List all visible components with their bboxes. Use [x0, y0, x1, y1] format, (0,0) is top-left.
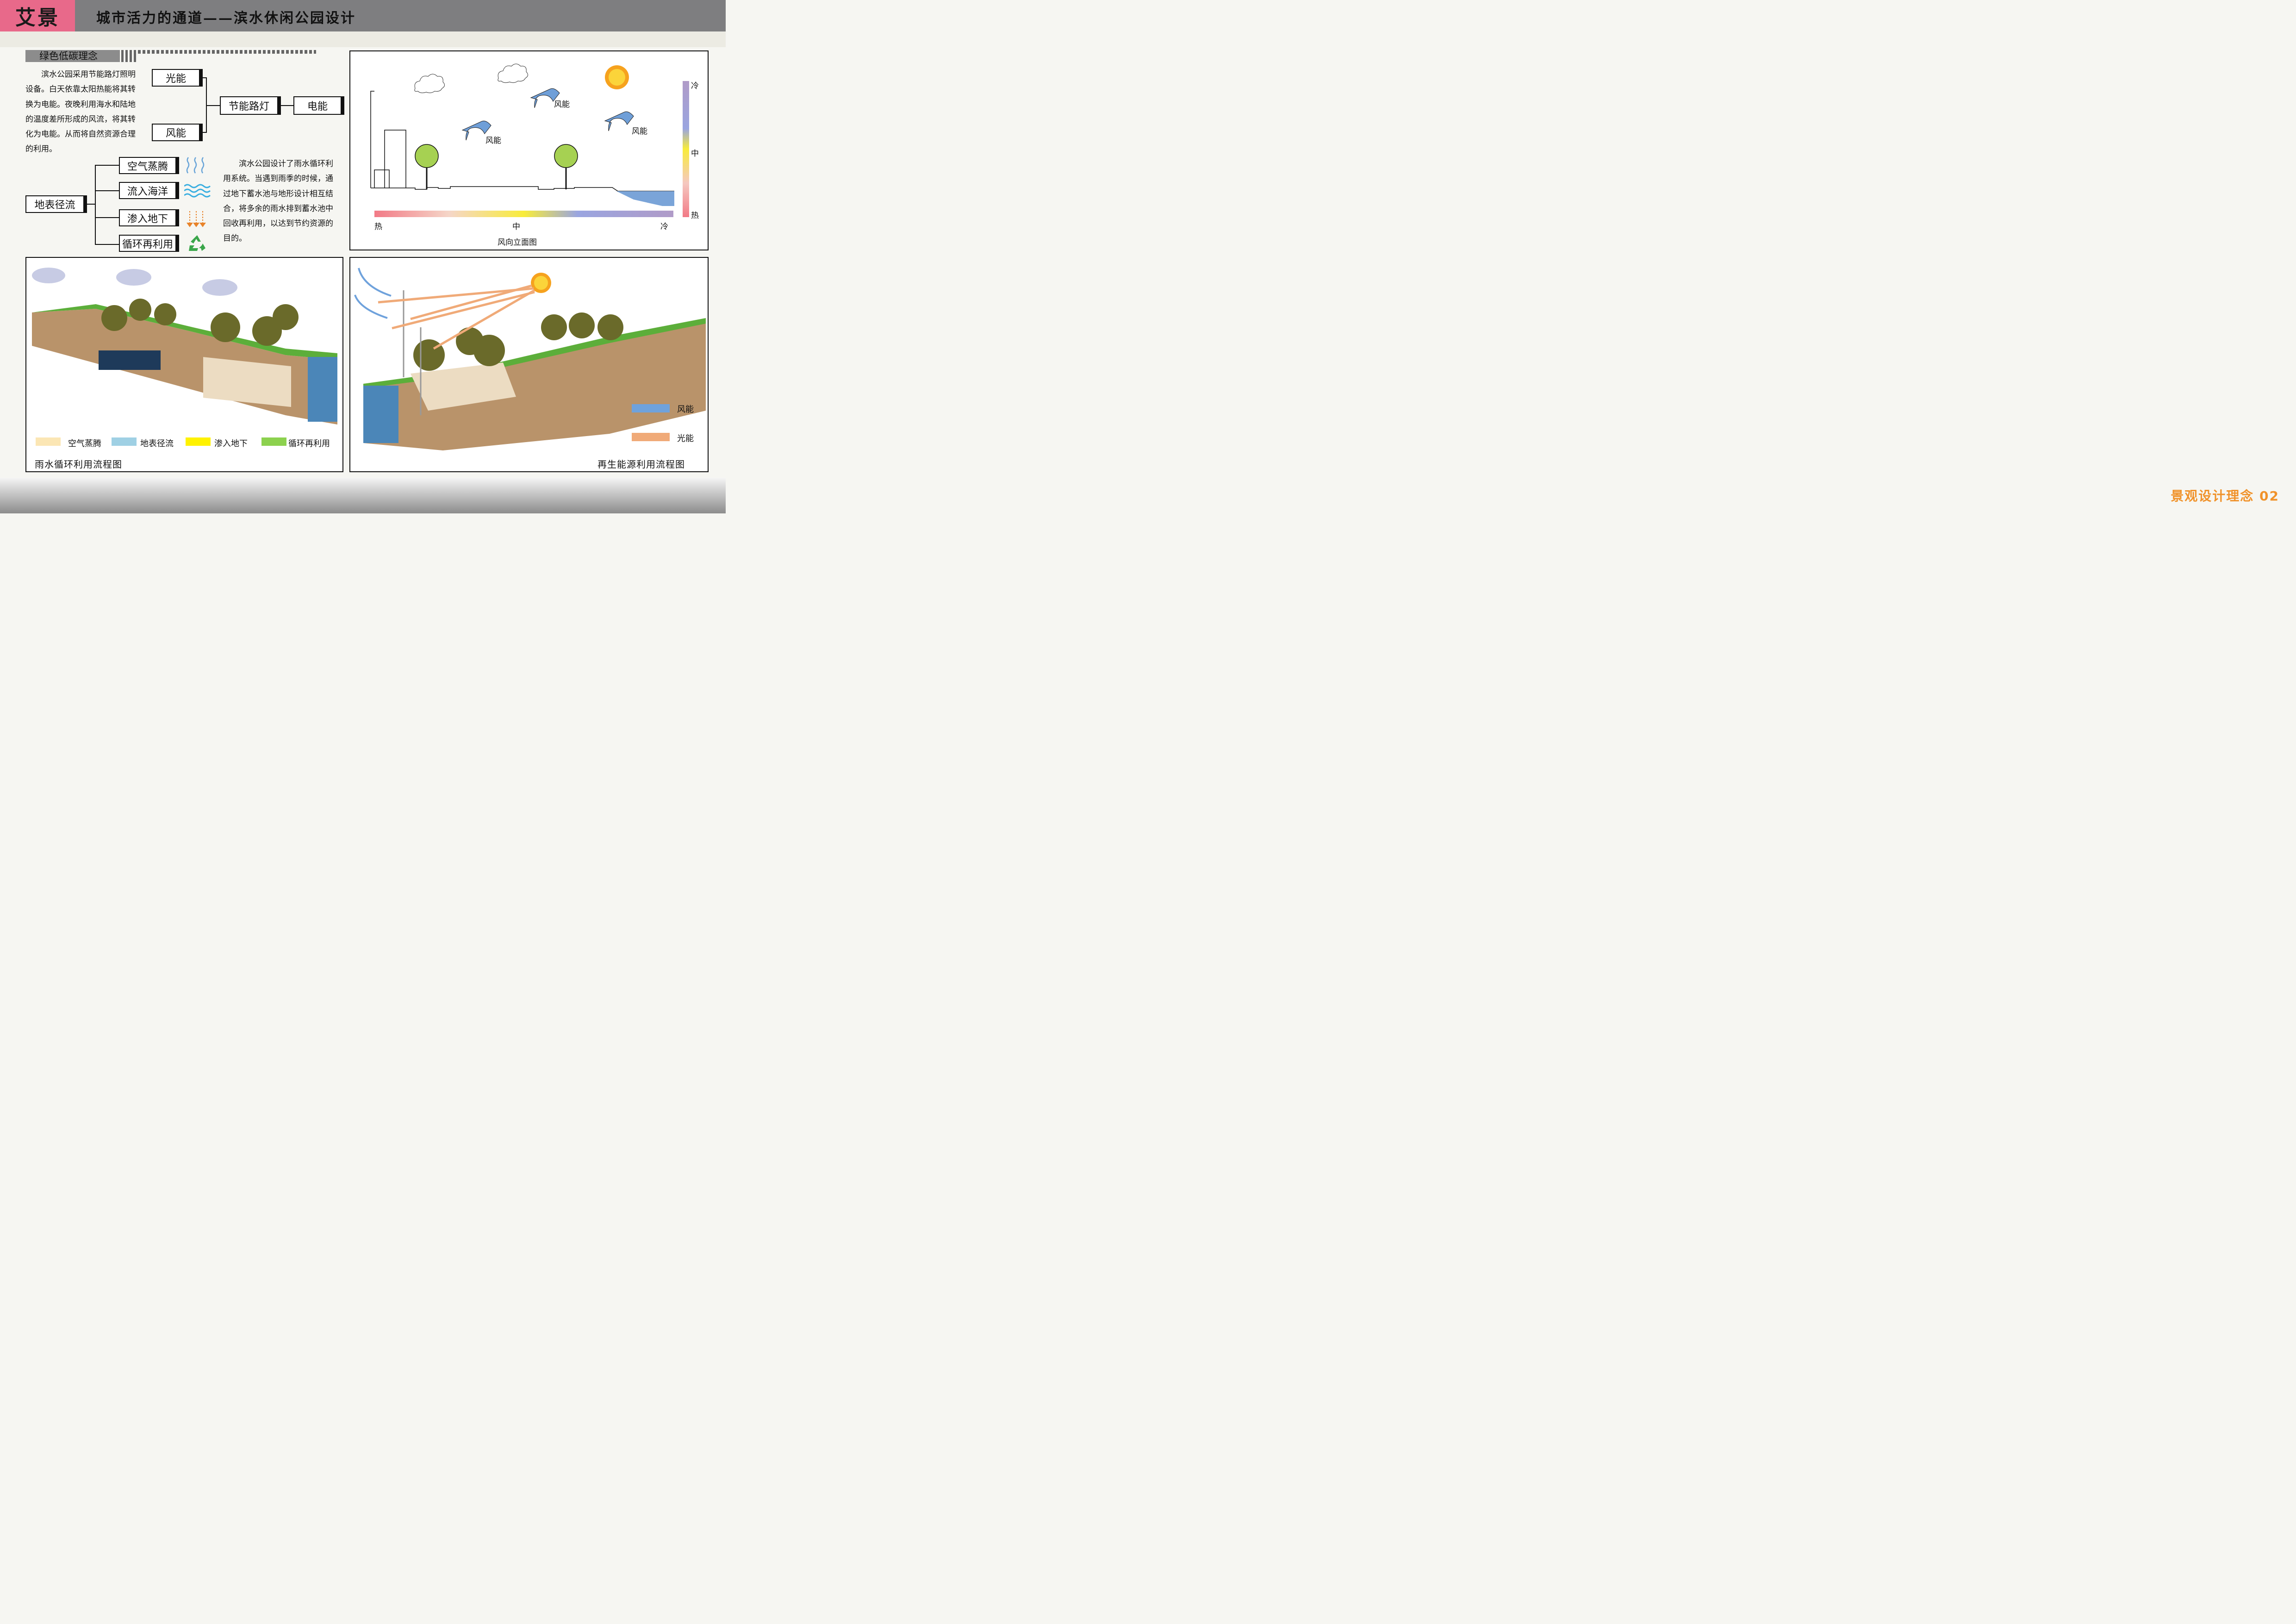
energy-line: 滨水公园采用节能路灯照明 — [41, 70, 136, 79]
runoff-line: 合，将多余的雨水排到蓄水池中 — [223, 204, 333, 213]
cloud-icon — [498, 63, 528, 83]
renewable-energy-drawing — [354, 268, 706, 450]
legend-swatch — [36, 437, 61, 446]
waves-icon — [184, 184, 211, 198]
v-scale-bottom: 热 — [691, 211, 699, 220]
header-band — [0, 31, 726, 47]
sun-icon — [531, 273, 551, 293]
energy-saving-lamp-box: 节能路灯 — [220, 96, 281, 115]
runoff-line: 回收再利用，以达到节约资源的 — [223, 219, 333, 229]
temperature-v-bar — [683, 81, 689, 217]
legend-label: 光能 — [677, 434, 694, 443]
legend-swatch — [632, 404, 670, 412]
river-water — [308, 357, 337, 422]
wind-flow-arrows — [354, 268, 392, 319]
branch-recycle-box: 循环再利用 — [119, 235, 179, 252]
wind-diagram-caption: 风向立面图 — [498, 238, 537, 247]
runoff-paragraph: 滨水公园设计了雨水循环利 用系统。当遇到雨季的时候，通 过地下蓄水池与地形设计相… — [223, 156, 344, 246]
surface-runoff-box: 地表径流 — [25, 195, 87, 213]
runoff-icons — [184, 157, 211, 251]
energy-caption: 再生能源利用流程图 — [597, 459, 685, 470]
h-scale-left: 热 — [374, 222, 382, 231]
plaza-slab — [411, 362, 516, 411]
energy-line: 设备。白天依靠太阳热能将其转 — [25, 85, 136, 94]
legend-swatch — [186, 437, 211, 446]
wind-elevation-panel: 风能 风能 风能 热 中 冷 冷 中 热 风向立面图 — [349, 50, 709, 250]
legend-swatch — [632, 433, 670, 441]
wind-label: 风能 — [554, 100, 570, 109]
footer-page-title: 景观设计理念 02 — [2171, 488, 2279, 504]
section-heading: 绿色低碳理念 — [25, 50, 120, 62]
rain-cloud-icon — [32, 268, 237, 296]
street-lamp-icon — [403, 290, 422, 415]
river-water — [363, 386, 398, 443]
branch-ocean-box: 流入海洋 — [119, 182, 179, 199]
branch-infiltration-box: 渗入地下 — [119, 209, 179, 226]
page-title: 城市活力的通道——滨水休闲公园设计 — [96, 10, 356, 26]
tree-icon — [554, 144, 578, 189]
header-bar — [0, 0, 726, 31]
heading-bars-decoration — [121, 50, 136, 62]
rainwater-caption: 雨水循环利用流程图 — [35, 459, 122, 470]
footer-bar — [0, 478, 726, 513]
tree-icon — [101, 299, 299, 346]
wind-energy-box: 风能 — [152, 124, 203, 141]
sunlight-arrows — [378, 284, 535, 350]
ground-section — [363, 323, 706, 450]
rainwater-section-drawing — [32, 268, 337, 425]
sun-icon — [605, 65, 629, 89]
grass-surface — [32, 304, 337, 360]
evaporation-icon — [186, 157, 205, 174]
plaza-slab — [203, 357, 291, 407]
runoff-line: 用系统。当遇到雨季的时候，通 — [223, 174, 333, 184]
city-skyline-icon — [370, 91, 674, 192]
runoff-line: 过地下蓄水池与地形设计相互结 — [223, 189, 333, 199]
legend-swatch — [261, 437, 286, 446]
energy-flow-connectors — [86, 77, 293, 245]
renewable-energy-panel: 风能 光能 再生能源利用流程图 — [349, 257, 709, 472]
legend-swatch — [112, 437, 137, 446]
energy-line: 的利用。 — [25, 144, 57, 154]
temperature-h-bar — [374, 211, 673, 217]
cloud-icon — [414, 74, 445, 94]
heading-dash-decoration — [138, 50, 316, 54]
tree-icon — [415, 144, 439, 189]
recycle-icon — [189, 235, 205, 251]
electricity-box: 电能 — [293, 96, 344, 115]
energy-line: 化为电能。从而将自然资源合理 — [25, 130, 136, 139]
solar-energy-box: 光能 — [152, 69, 203, 87]
legend-label: 渗入地下 — [214, 439, 248, 449]
runoff-line: 滨水公园设计了雨水循环利 — [239, 159, 333, 169]
storage-tank — [99, 350, 161, 370]
rainwater-panel: 空气蒸腾 地表径流 渗入地下 循环再利用 雨水循环利用流程图 — [25, 257, 343, 472]
energy-line: 换为电能。夜晚利用海水和陆地 — [25, 100, 136, 109]
water-shape — [616, 191, 674, 206]
v-scale-top: 冷 — [691, 81, 699, 91]
legend-label: 空气蒸腾 — [68, 439, 101, 449]
wind-label: 风能 — [485, 136, 501, 145]
legend-label: 循环再利用 — [288, 439, 330, 449]
h-scale-right: 冷 — [660, 222, 668, 231]
wind-arrow-icon — [461, 88, 634, 141]
infiltration-arrows-icon — [187, 211, 206, 227]
v-scale-mid: 中 — [691, 149, 699, 158]
runoff-line: 目的。 — [223, 234, 247, 244]
energy-line: 的温度差所形成的风流，将其转 — [25, 114, 136, 124]
wind-label: 风能 — [632, 127, 647, 136]
legend-label: 风能 — [677, 405, 694, 414]
wind-elevation-drawing — [370, 63, 689, 217]
energy-paragraph: 滨水公园采用节能路灯照明 设备。白天依靠太阳热能将其转 换为电能。夜晚利用海水和… — [25, 67, 147, 157]
branch-evaporation-box: 空气蒸腾 — [119, 157, 179, 174]
legend-label: 地表径流 — [140, 439, 174, 449]
brand-logo: 艾景 — [0, 0, 75, 31]
h-scale-mid: 中 — [512, 222, 520, 231]
